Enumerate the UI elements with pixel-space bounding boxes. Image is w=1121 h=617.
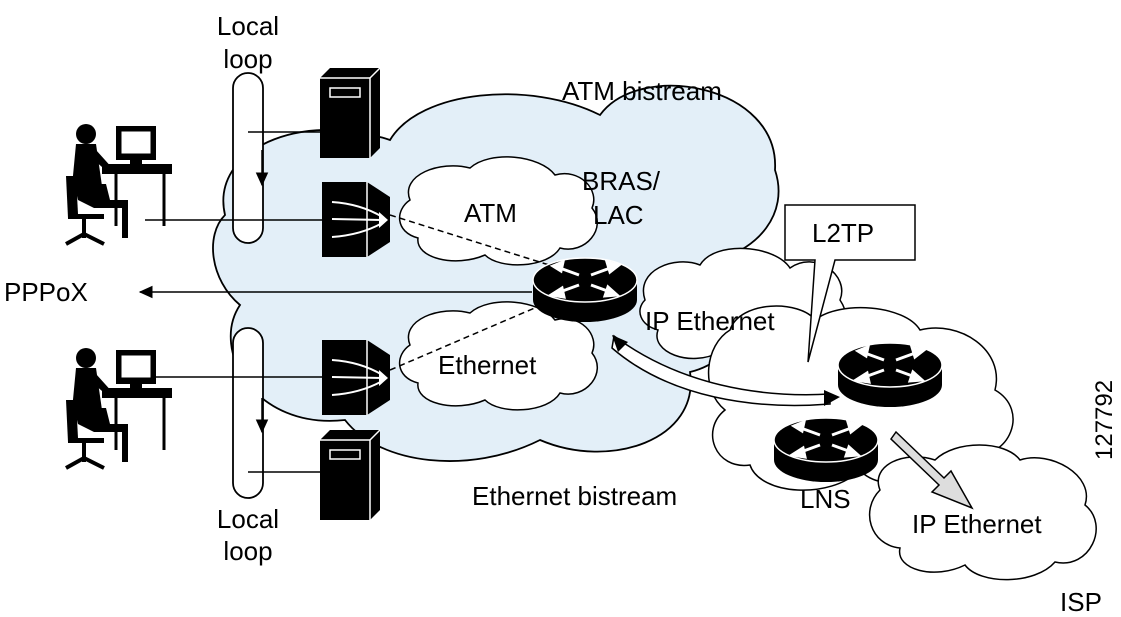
router-icon [772, 416, 880, 484]
l2tp-callout [784, 204, 916, 363]
router-icon [836, 341, 944, 409]
user-at-computer-icon [64, 122, 174, 246]
label-ethernet-cloud: Ethernet [438, 350, 537, 380]
ethernet-switch-icon [321, 339, 391, 416]
label-figure-id: 127792 [1091, 380, 1118, 460]
label-bras-2: LAC [593, 200, 644, 230]
label-local-loop-bottom-2: loop [223, 536, 272, 566]
isp-cloud [869, 444, 1097, 581]
label-lns: LNS [800, 484, 851, 514]
label-ip-ethernet-mid: IP Ethernet [645, 306, 775, 336]
label-ethernet-bistream: Ethernet bistream [472, 481, 677, 511]
label-l2tp: L2TP [812, 218, 874, 248]
label-local-loop-bottom-1: Local [217, 504, 279, 534]
label-bras-1: BRAS/ [582, 166, 661, 196]
ethernet-cloud [399, 301, 598, 411]
label-local-loop-top-1: Local [217, 11, 279, 41]
router-icon [531, 256, 639, 324]
server-tower-icon [319, 429, 381, 521]
ethernet-virtual-link [389, 294, 566, 371]
label-pppox: PPPoX [4, 277, 88, 307]
label-ip-ethernet-isp: IP Ethernet [912, 509, 1042, 539]
tunnel-arrow-left [612, 335, 628, 352]
label-atm-bistream: ATM bistream [562, 76, 722, 106]
local-loop-top-pill [232, 72, 264, 244]
label-isp: ISP [1060, 587, 1102, 617]
atm-cloud [399, 156, 598, 266]
atm-switch-icon [321, 181, 391, 258]
atm-virtual-link [389, 214, 566, 271]
l2tp-tunnel [611, 334, 831, 407]
user-at-computer-icon [64, 346, 174, 470]
local-loop-bottom-pill [232, 327, 264, 499]
label-local-loop-top-2: loop [223, 44, 272, 74]
isp-direction-arrow [890, 430, 974, 510]
tunnel-arrow-right [824, 390, 840, 406]
server-tower-icon [319, 67, 381, 159]
label-atm-cloud: ATM [464, 198, 517, 228]
